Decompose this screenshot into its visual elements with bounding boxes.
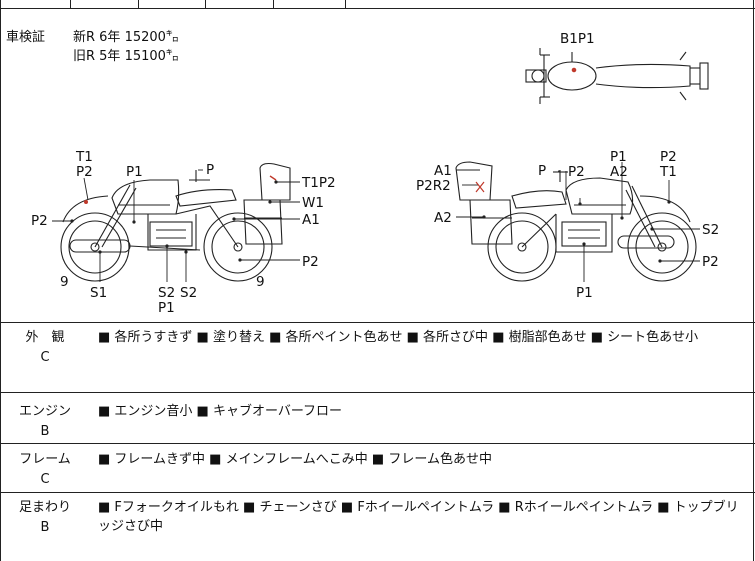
right-label-t1: T1 <box>660 164 677 180</box>
right-label-a1: A1 <box>434 163 452 179</box>
left-side-drawing <box>60 162 291 282</box>
left-label-p1-bottom: P1 <box>158 300 175 316</box>
right-label-p1-bottom: P1 <box>576 285 593 301</box>
left-label-p-mirror: P <box>206 162 215 178</box>
right-label-p1: P1 <box>610 149 627 165</box>
condition-grade-frame: C <box>40 472 50 487</box>
condition-grade-suspension: B <box>40 520 50 535</box>
right-label-p: P <box>538 163 547 179</box>
header-cell-divider <box>138 0 139 9</box>
left-label-t1: T1 <box>76 149 93 165</box>
left-label-t1p2: T1P2 <box>302 175 336 191</box>
top-view-drawing <box>525 48 709 104</box>
diagram-bottom-border <box>0 322 755 323</box>
header-row-border <box>0 8 755 9</box>
inspection-label: 車検証 <box>6 30 46 45</box>
header-cell-divider <box>273 0 274 9</box>
damage-marks <box>84 67 577 204</box>
right-label-a2: A2 <box>434 210 452 226</box>
row-divider <box>0 492 755 493</box>
left-label-s1: S1 <box>90 285 108 301</box>
right-label-p2-wheel: P2 <box>702 254 719 270</box>
left-label-p1-tank: P1 <box>126 164 143 180</box>
condition-category-suspension: 足まわり <box>18 500 71 515</box>
header-cell-divider <box>345 0 346 9</box>
left-label-w1: W1 <box>302 195 324 211</box>
leader-lines <box>52 162 700 282</box>
condition-category-frame: フレーム <box>19 452 71 467</box>
top-view-label: B1P1 <box>560 31 595 47</box>
left-label-p2-wheel: P2 <box>302 254 319 270</box>
right-label-p2r2: P2R2 <box>416 178 451 194</box>
row-divider <box>0 443 755 444</box>
inspection-new: 新R 6年 15200㌔ <box>73 30 179 45</box>
right-label-p2: P2 <box>568 164 585 180</box>
left-label-p2-rear: P2 <box>31 213 48 229</box>
point-dots <box>70 180 671 263</box>
condition-text-exterior: ■ 各所うすきず ■ 塗り替え ■ 各所ペイント色あせ ■ 各所さび中 ■ 樹脂… <box>98 330 699 345</box>
condition-grade-exterior: C <box>40 350 50 365</box>
left-label-9-front: 9 <box>256 274 265 290</box>
condition-category-engine: エンジン <box>18 404 71 419</box>
right-label-s2: S2 <box>702 222 720 238</box>
left-label-p2-top: P2 <box>76 164 93 180</box>
left-label-s2-a: S2 <box>158 285 176 301</box>
row-divider <box>0 392 755 393</box>
right-label-p2-top: P2 <box>660 149 677 165</box>
condition-text-engine: ■ エンジン音小 ■ キャブオーバーフロー <box>98 404 343 419</box>
left-label-s2-b: S2 <box>180 285 198 301</box>
inspection-old: 旧R 5年 15100㌔ <box>73 49 179 64</box>
condition-text-suspension: ■ Fフォークオイルもれ ■ チェーンさび ■ Fホイールペイントムラ ■ Rホ… <box>98 500 739 534</box>
condition-category-exterior: 外 観 <box>25 330 65 345</box>
left-label-a1: A1 <box>302 212 320 228</box>
right-label-a2-top: A2 <box>610 164 628 180</box>
header-cell-divider <box>205 0 206 9</box>
condition-text-frame: ■ フレームきず中 ■ メインフレームへこみ中 ■ フレーム色あせ中 <box>98 452 492 467</box>
left-label-9-rear: 9 <box>60 274 69 290</box>
condition-grade-engine: B <box>40 424 50 439</box>
right-side-drawing <box>455 161 697 282</box>
header-cell-divider <box>70 0 71 9</box>
